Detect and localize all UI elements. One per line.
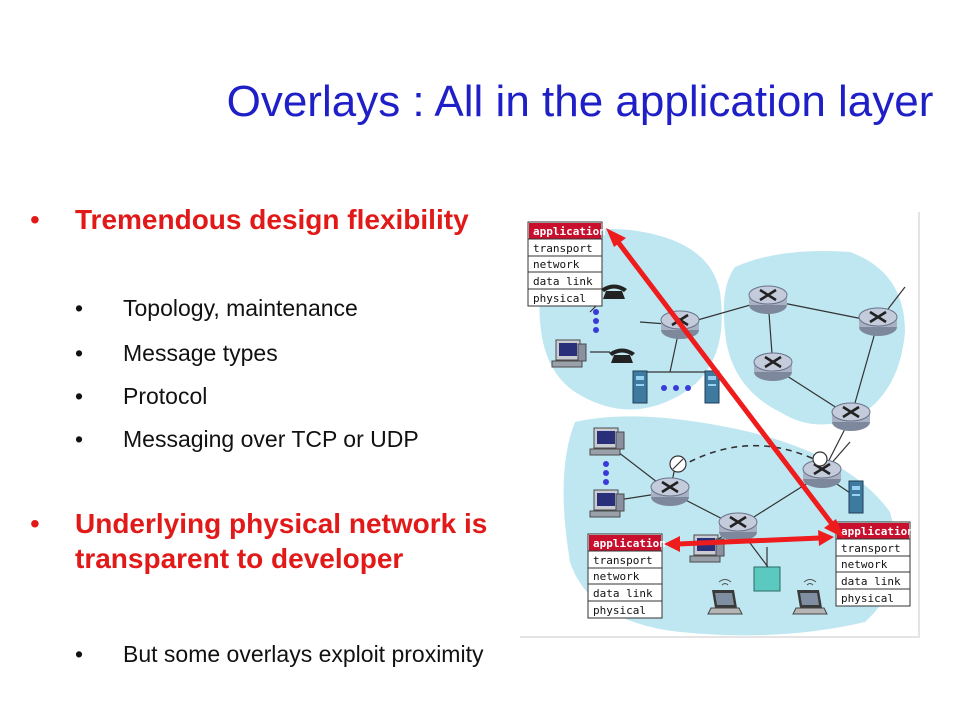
stack-layer-physical: physical [841, 592, 894, 605]
wireless-base-station [753, 547, 781, 592]
protocol-stack-bottom-right: application transport network data link … [835, 521, 914, 607]
protocol-stack-top-left: application transport network data link … [527, 221, 606, 307]
network-diagram-svg: application transport network data link … [527, 221, 914, 636]
slide-title: Overlays : All in the application layer [226, 77, 934, 126]
stack-layer-network: network [533, 258, 580, 271]
stack-layer-data-link: data link [593, 587, 653, 600]
sub-bullet-topology: Topology, maintenance [75, 294, 513, 322]
sub-bullet-proximity: But some overlays exploit proximity [75, 640, 513, 668]
protocol-stack-bottom-left: application transport network data link … [587, 533, 666, 619]
bullet-design-flexibility: Tremendous design flexibility [30, 202, 535, 237]
stack-layer-data-link: data link [533, 275, 593, 288]
stack-layer-application: application [533, 225, 606, 238]
sub-bullet-tcp-udp: Messaging over TCP or UDP [75, 425, 513, 453]
sub-bullet-protocol: Protocol [75, 382, 513, 410]
stack-layer-network: network [841, 558, 888, 571]
network-diagram: application transport network data link … [520, 212, 920, 638]
stack-layer-application: application [593, 537, 666, 550]
stack-layer-physical: physical [593, 604, 646, 617]
host-dots [593, 309, 691, 485]
bullet-physical-network: Underlying physical network is transpare… [30, 506, 535, 576]
stack-layer-transport: transport [593, 554, 653, 567]
sub-bullet-message-types: Message types [75, 339, 513, 367]
overlay-link-arrows [606, 228, 844, 552]
stack-layer-network: network [593, 570, 640, 583]
stack-layer-physical: physical [533, 292, 586, 305]
stack-layer-transport: transport [841, 542, 901, 555]
stack-layer-data-link: data link [841, 575, 901, 588]
satellite-dish-icon [669, 451, 828, 473]
stack-layer-transport: transport [533, 242, 593, 255]
stack-layer-application: application [841, 525, 914, 538]
